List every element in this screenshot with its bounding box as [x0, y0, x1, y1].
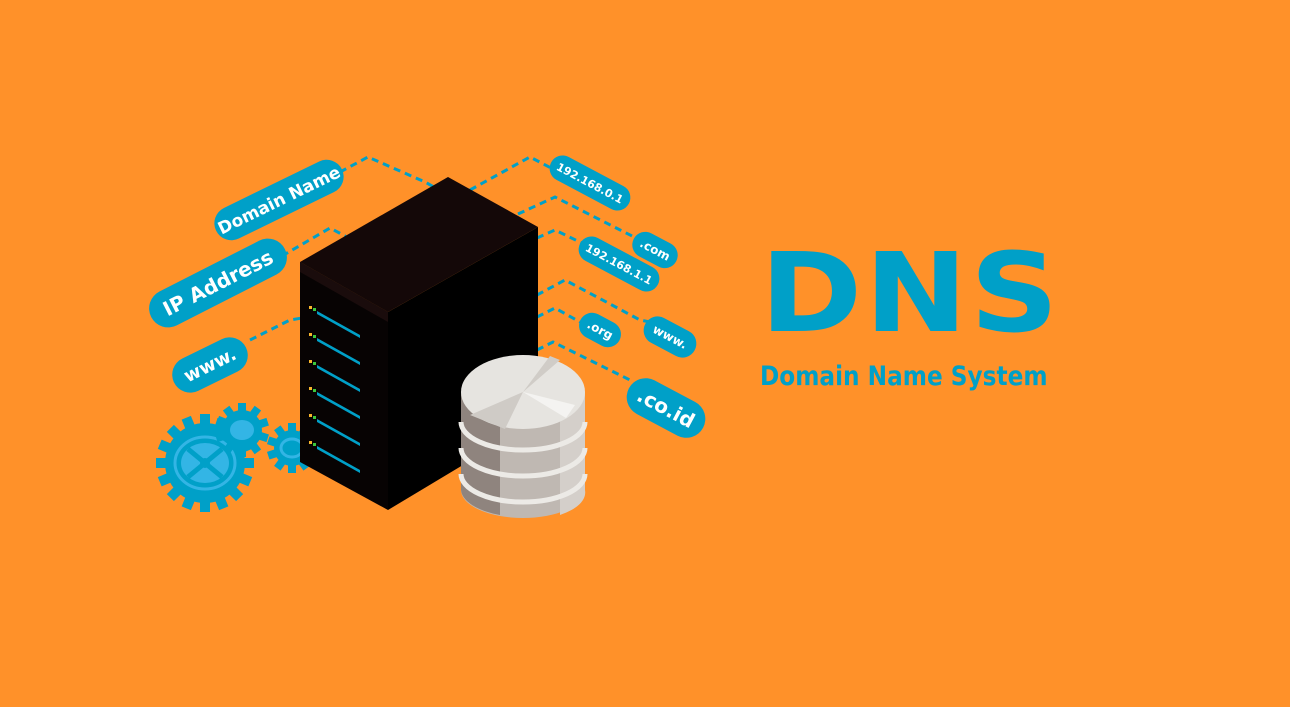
server-drive-bays	[309, 306, 360, 473]
dns-subtitle: Domain Name System	[760, 361, 1048, 392]
label-org: .org	[579, 312, 621, 348]
title-block: DNS Domain Name System	[760, 238, 1100, 392]
dns-heading: DNS	[760, 229, 1061, 357]
gears-icon	[156, 403, 318, 512]
label-www-left: www.	[172, 337, 248, 393]
label-domain-name-text: Domain Name	[215, 163, 344, 240]
connector-lines	[249, 155, 651, 382]
label-ip-address: IP Address	[149, 238, 287, 328]
label-www-right: www.	[643, 316, 697, 358]
label-domain-name: Domain Name	[214, 159, 344, 241]
label-co-id: .co.id	[626, 378, 706, 438]
database-stack-icon	[458, 355, 588, 518]
label-ip-192-168-0-1: 192.168.0.1	[549, 155, 631, 211]
